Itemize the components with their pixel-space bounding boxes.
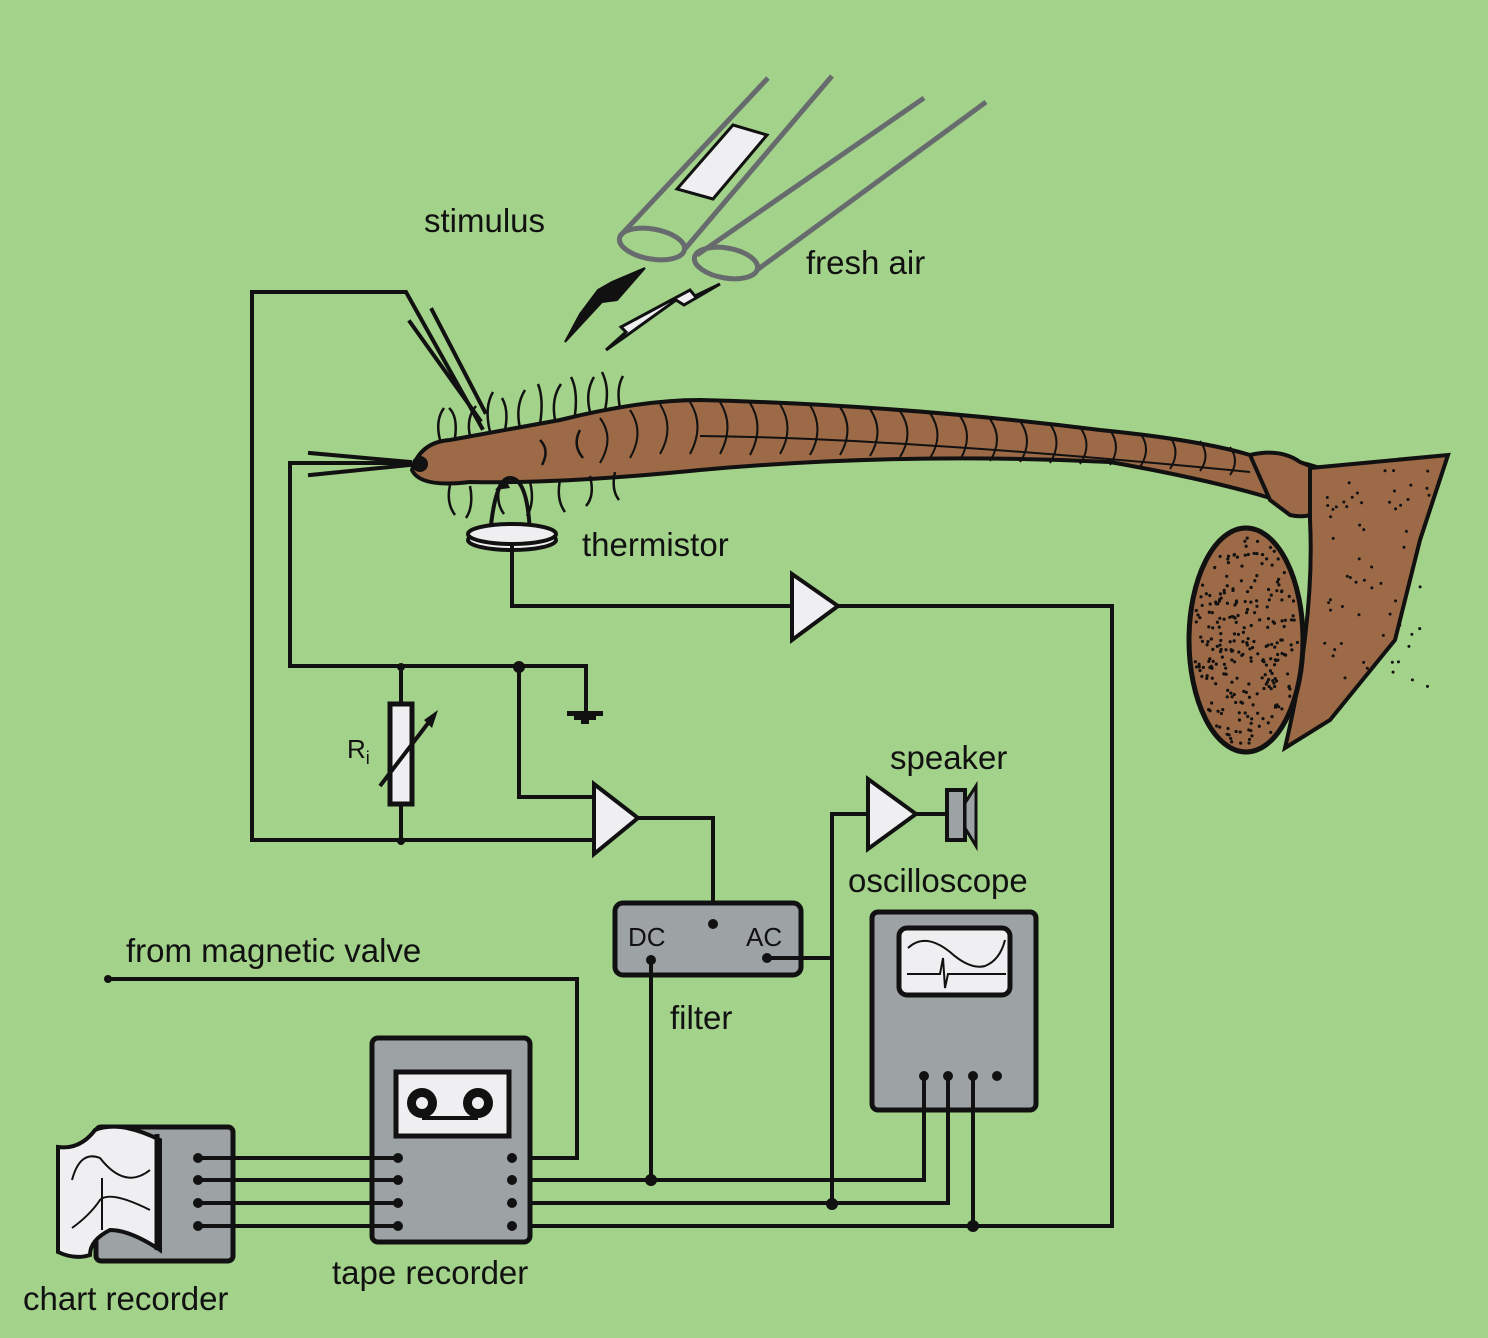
- fresh-air-tube: [691, 95, 988, 282]
- variable-resistor: [378, 665, 438, 842]
- filter-label: filter: [670, 999, 732, 1036]
- oscilloscope-screen: [896, 925, 1013, 998]
- main-amplifier-icon: [592, 779, 642, 859]
- speaker-label: speaker: [890, 739, 1007, 776]
- recording-electrode: [250, 290, 488, 842]
- compound-eye: [1186, 525, 1306, 755]
- ground-icon: [567, 711, 603, 724]
- thermistor: [466, 475, 558, 552]
- stimulus-arrow-icon: [564, 267, 646, 343]
- filter-dc-port-label: DC: [628, 922, 666, 952]
- fresh-air-label: fresh air: [806, 244, 925, 281]
- filter-device: DC AC: [612, 900, 804, 978]
- speaker-amplifier-icon: [866, 775, 920, 853]
- tape-recorder-label: tape recorder: [332, 1254, 528, 1291]
- thermistor-label: thermistor: [582, 526, 729, 563]
- fresh-air-arrow-icon: [604, 282, 721, 352]
- chart-recorder-device: [56, 1124, 236, 1264]
- oscilloscope-label: oscilloscope: [848, 862, 1028, 899]
- chart-recorder-label: chart recorder: [23, 1280, 228, 1317]
- cassette-reel-icon: [407, 1088, 493, 1120]
- speaker-icon: [945, 780, 978, 852]
- magnetic-valve-label: from magnetic valve: [126, 932, 421, 969]
- stimulus-tube: [616, 74, 834, 263]
- odor-cartridge: [674, 123, 770, 201]
- thermistor-amplifier-icon: [790, 570, 842, 644]
- stimulus-label: stimulus: [424, 202, 545, 239]
- filter-ac-port-label: AC: [746, 922, 782, 952]
- insect-antenna: [409, 371, 1451, 755]
- oscilloscope-device: [869, 909, 1039, 1113]
- resistor-label: Ri: [347, 734, 370, 768]
- reference-electrode: [288, 450, 413, 668]
- tape-recorder-device: [369, 1035, 533, 1245]
